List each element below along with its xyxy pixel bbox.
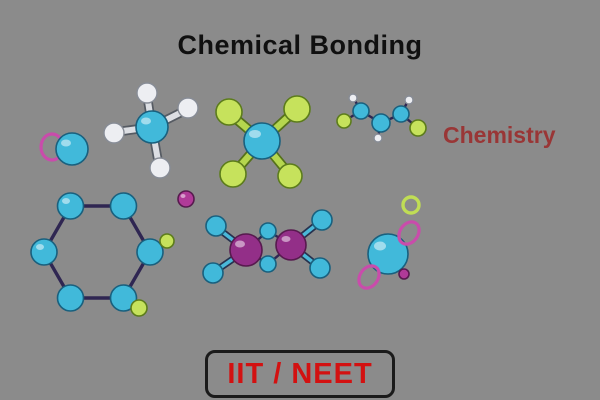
chain-molecule bbox=[336, 93, 427, 143]
iit-neet-button[interactable]: IIT / NEET bbox=[205, 350, 395, 398]
subtitle-chemistry: Chemistry bbox=[443, 122, 556, 148]
ion-pair-molecule bbox=[39, 132, 89, 166]
single-magenta-atom bbox=[177, 190, 195, 208]
benzene-ring-molecule bbox=[30, 192, 175, 317]
iit-neet-label: IIT / NEET bbox=[227, 357, 373, 390]
page-title: Chemical Bonding bbox=[177, 30, 423, 60]
tetrahedral-molecule bbox=[215, 95, 311, 189]
bridged-dimer-molecule bbox=[202, 209, 333, 284]
orbital-ring bbox=[401, 195, 421, 215]
lone-pair-atom bbox=[357, 220, 421, 290]
methane-molecule bbox=[103, 82, 199, 179]
